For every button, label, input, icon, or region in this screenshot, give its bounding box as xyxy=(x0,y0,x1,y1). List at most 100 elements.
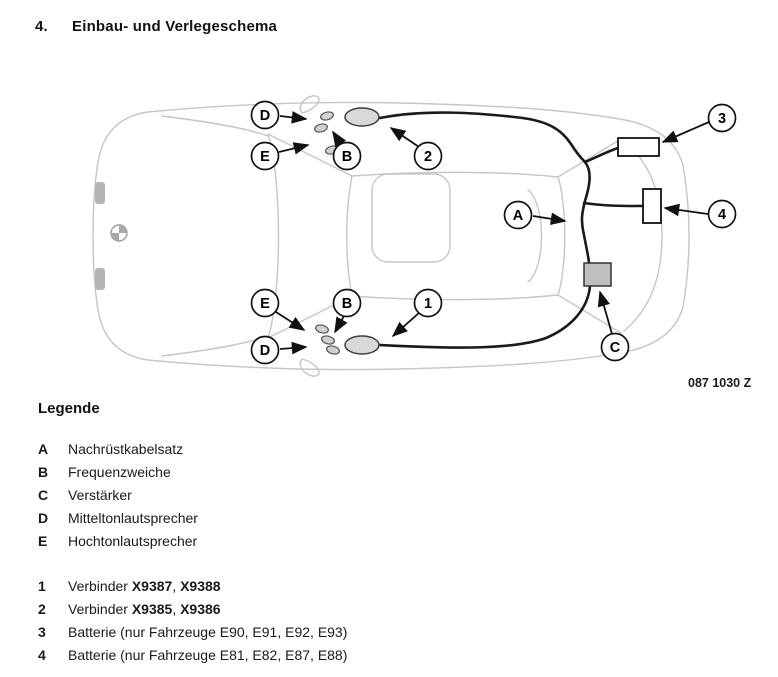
a-pillar-top xyxy=(267,133,353,177)
cable-bottom-run xyxy=(378,284,592,349)
callout-1 xyxy=(413,288,443,318)
callout-d-bottom xyxy=(250,335,280,365)
callout-b-top-label: B xyxy=(342,149,352,165)
cable-branch-battery3 xyxy=(583,146,620,164)
cable-right-down xyxy=(580,160,591,265)
legend-label-d: Mitteltonlautsprecher xyxy=(68,509,198,526)
installation-diagram: D E B 2 A 3 4 E B 1 D C xyxy=(92,95,737,377)
legend-item-e: E Hochtonlautsprecher xyxy=(38,529,347,552)
legend-label-1-connector-b: X9388 xyxy=(180,577,221,594)
section-heading: 4. Einbau- und Verlegeschema xyxy=(35,18,277,35)
legend-key-4: 4 xyxy=(38,646,46,663)
speaker-ovals xyxy=(314,111,340,355)
arrow-d-bottom xyxy=(279,341,308,355)
callout-4 xyxy=(707,199,737,229)
figure-number: 087 1030 Z xyxy=(688,376,752,390)
legend-item-d: D Mitteltonlautsprecher xyxy=(38,506,347,529)
speaker-oval xyxy=(321,335,335,345)
roundel-quarter-1 xyxy=(119,225,127,233)
legend-item-3: 3 Batterie (nur Fahrzeuge E90, E91, E92,… xyxy=(38,620,347,643)
arrow-1 xyxy=(391,311,421,338)
arrow-3 xyxy=(661,121,710,143)
rear-window-front xyxy=(557,176,566,296)
legend-label-3: Batterie (nur Fahrzeuge E90, E91, E92, E… xyxy=(68,623,348,640)
legend-item-c: C Verstärker xyxy=(38,483,347,506)
connector-2-ellipse xyxy=(344,107,380,127)
c-pillar-bottom xyxy=(557,294,622,334)
callout-d-top-label: D xyxy=(260,108,270,124)
side-mirror-bottom xyxy=(299,358,320,377)
cable-branch-battery4 xyxy=(582,201,645,208)
callout-2 xyxy=(413,141,443,171)
legend-label-2-connector-b: X9386 xyxy=(180,600,221,617)
cable-top-run xyxy=(378,111,587,164)
speaker-oval xyxy=(314,123,328,133)
car-outline xyxy=(92,95,690,377)
legend-key-1: 1 xyxy=(38,577,46,594)
legend-label-b: Frequenzweiche xyxy=(68,463,171,480)
arrow-4 xyxy=(663,203,709,217)
legend-label-1-separator: , xyxy=(172,577,181,594)
arrow-2 xyxy=(389,127,420,148)
section-number: 4. xyxy=(35,18,48,35)
amplifier-box xyxy=(583,262,612,287)
roof-edge-bottom xyxy=(351,294,559,301)
callout-c-label: C xyxy=(610,340,621,356)
battery-box-3 xyxy=(617,137,660,157)
callout-4-label: 4 xyxy=(718,207,726,223)
callout-1-label: 1 xyxy=(424,296,432,312)
connector-1-ellipse xyxy=(344,335,380,355)
callout-b-bottom-label: B xyxy=(342,296,352,312)
battery-box-4 xyxy=(642,188,662,224)
legend-label-c: Verstärker xyxy=(68,486,132,503)
callout-c xyxy=(600,332,630,362)
callout-3-label: 3 xyxy=(718,111,726,127)
arrow-a xyxy=(532,212,567,226)
legend-label-2-separator: , xyxy=(172,600,181,617)
rear-seat xyxy=(527,189,543,283)
c-pillar-top xyxy=(557,138,622,178)
legend-key-b: B xyxy=(38,463,49,480)
legend-item-2: 2 Verbinder X9385, X9386 xyxy=(38,597,347,620)
arrow-c xyxy=(597,290,613,335)
legend-label-4: Batterie (nur Fahrzeuge E81, E82, E87, E… xyxy=(68,646,348,663)
side-mirror-top xyxy=(299,95,320,114)
legend-item-4: 4 Batterie (nur Fahrzeuge E81, E82, E87,… xyxy=(38,643,347,666)
cable-harness xyxy=(378,111,645,349)
callout-e-top xyxy=(250,141,280,171)
legend-label-2-prefix: Verbinder xyxy=(68,600,132,617)
speaker-oval xyxy=(326,345,340,355)
legend-item-b: B Frequenzweiche xyxy=(38,460,347,483)
callout-arrows xyxy=(275,111,710,355)
roof-edge-top xyxy=(351,171,559,178)
arrow-e-top xyxy=(278,142,310,155)
legend-label-2: Verbinder X9385, X9386 xyxy=(68,601,221,617)
legend-key-3: 3 xyxy=(38,623,46,640)
callout-e-bottom xyxy=(250,288,280,318)
callout-e-bottom-label: E xyxy=(260,296,270,312)
legend-item-a: A Nachrüstkabelsatz xyxy=(38,437,347,460)
legend: Legende A Nachrüstkabelsatz B Frequenzwe… xyxy=(38,400,347,666)
hood-seam-top xyxy=(161,115,269,137)
legend-key-2: 2 xyxy=(38,600,46,617)
headlight-top xyxy=(95,182,105,204)
roundel-quarter-2 xyxy=(111,233,119,241)
legend-gap xyxy=(38,552,347,574)
legend-label-e: Hochtonlautsprecher xyxy=(68,532,198,549)
speaker-oval xyxy=(320,111,334,121)
callout-d-top xyxy=(250,100,280,130)
legend-label-1-connector-a: X9387 xyxy=(131,577,173,594)
headlight-bottom xyxy=(95,268,105,290)
arrow-d-top xyxy=(279,111,308,124)
car-body xyxy=(92,101,690,371)
legend-label-a: Nachrüstkabelsatz xyxy=(68,440,184,457)
callout-d-bottom-label: D xyxy=(260,343,270,359)
arrow-e-bottom xyxy=(275,311,306,331)
callout-a-label: A xyxy=(513,208,524,224)
legend-item-1: 1 Verbinder X9387, X9388 xyxy=(38,574,347,597)
legend-label-1: Verbinder X9387, X9388 xyxy=(68,578,221,594)
callout-b-bottom xyxy=(332,288,362,318)
legend-key-a: A xyxy=(38,440,49,457)
legend-title: Legende xyxy=(38,400,100,417)
trunk-lid xyxy=(623,140,663,332)
